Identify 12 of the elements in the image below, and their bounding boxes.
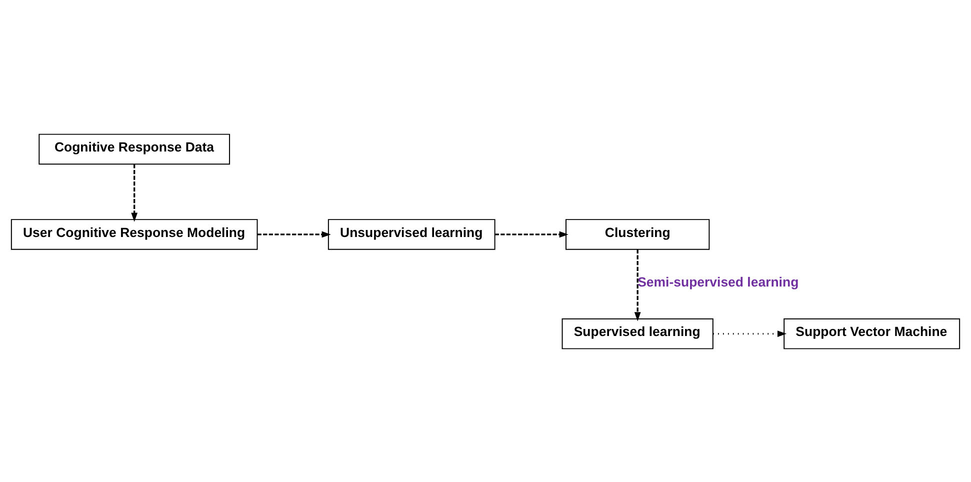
edge-label: Semi-supervised learning: [638, 274, 799, 289]
node-box: Clustering: [566, 218, 710, 250]
arrow: [634, 249, 641, 321]
node-box: Unsupervised learning: [328, 218, 496, 250]
arrow: [494, 230, 568, 238]
node-box: Supervised learning: [562, 318, 714, 349]
arrow: [257, 230, 331, 238]
node-box: Cognitive Response Data: [38, 133, 230, 164]
node-box: Support Vector Machine: [784, 318, 960, 349]
node-box: User Cognitive Response Modeling: [10, 218, 258, 250]
arrow: [131, 164, 138, 222]
arrow: [713, 330, 787, 336]
